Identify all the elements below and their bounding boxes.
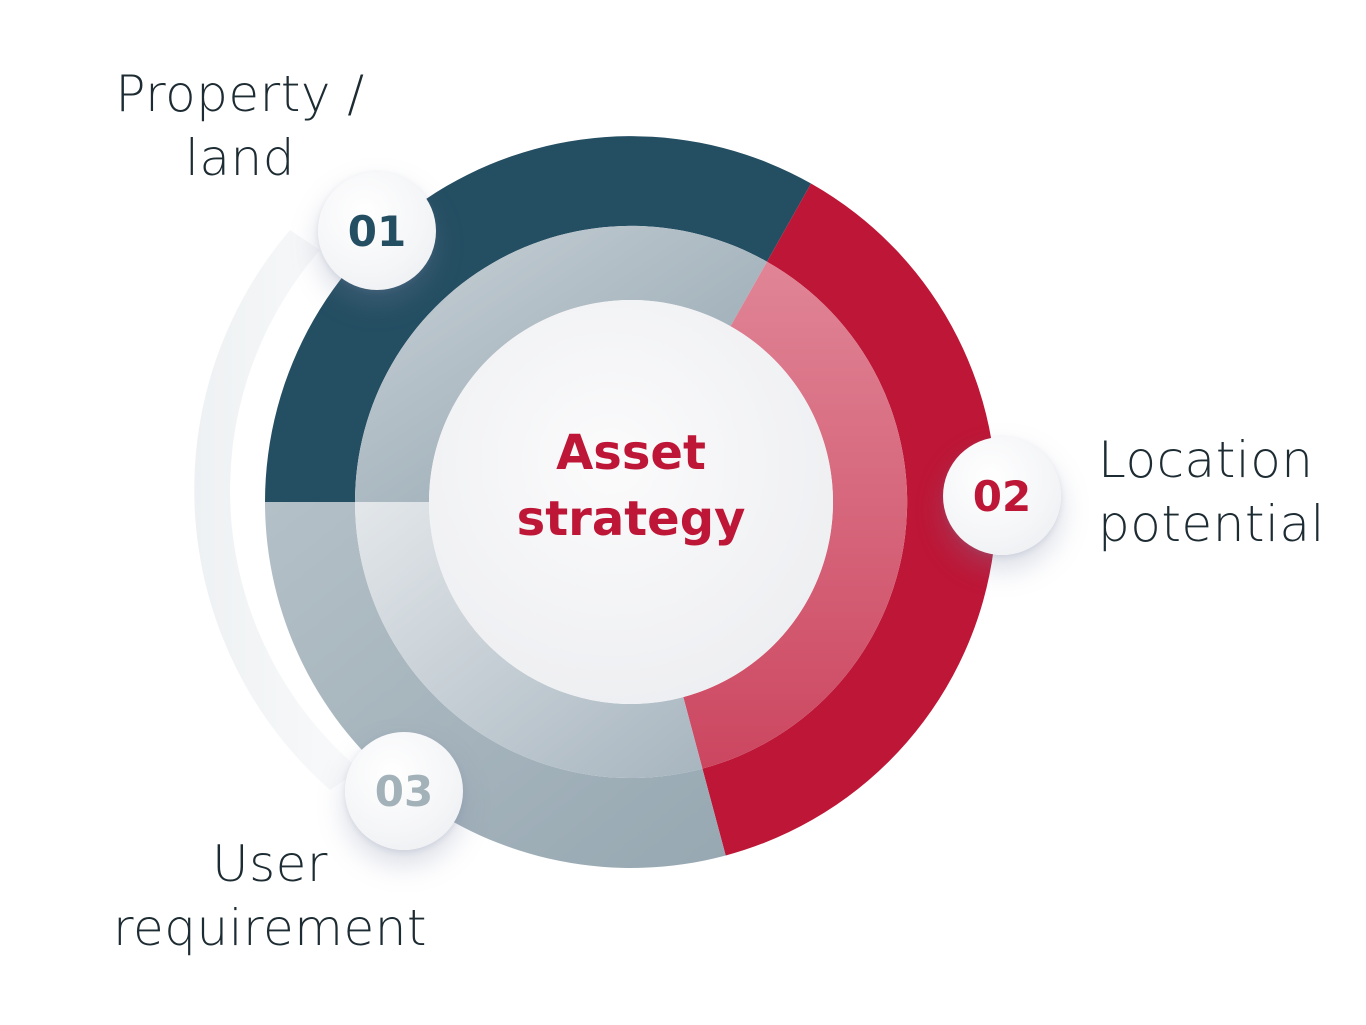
step-label-03: User requirement: [110, 832, 430, 960]
step-label-01: Property / land: [100, 62, 380, 190]
step-number-01: 01: [347, 206, 407, 256]
step-number-02: 02: [972, 471, 1032, 521]
step-label-03-line1: User: [212, 835, 328, 893]
center-title-line1: Asset: [556, 425, 706, 481]
step-label-02-line1: Location: [1098, 431, 1314, 489]
center-circle: [429, 300, 833, 704]
step-label-01-line2: land: [185, 129, 295, 187]
step-number-03: 03: [374, 766, 434, 816]
segment-03-inner: [355, 502, 703, 778]
segment-02-outer: [702, 183, 997, 856]
step-badge-01: 01: [318, 172, 436, 290]
segment-03-outer: [265, 502, 726, 868]
step-badge-02: 02: [943, 437, 1061, 555]
segment-02-inner: [683, 261, 908, 769]
step-label-03-line2: requirement: [112, 899, 428, 957]
center-title: Asset strategy: [431, 420, 831, 552]
center-title-line2: strategy: [516, 491, 746, 547]
step-badge-03: 03: [345, 732, 463, 850]
segment-01-inner: [354, 225, 767, 502]
step-label-02: Location potential: [1098, 428, 1325, 556]
step-label-02-line2: potential: [1098, 495, 1325, 553]
step-label-01-line1: Property /: [115, 65, 365, 123]
ghost-arc: [194, 230, 360, 790]
